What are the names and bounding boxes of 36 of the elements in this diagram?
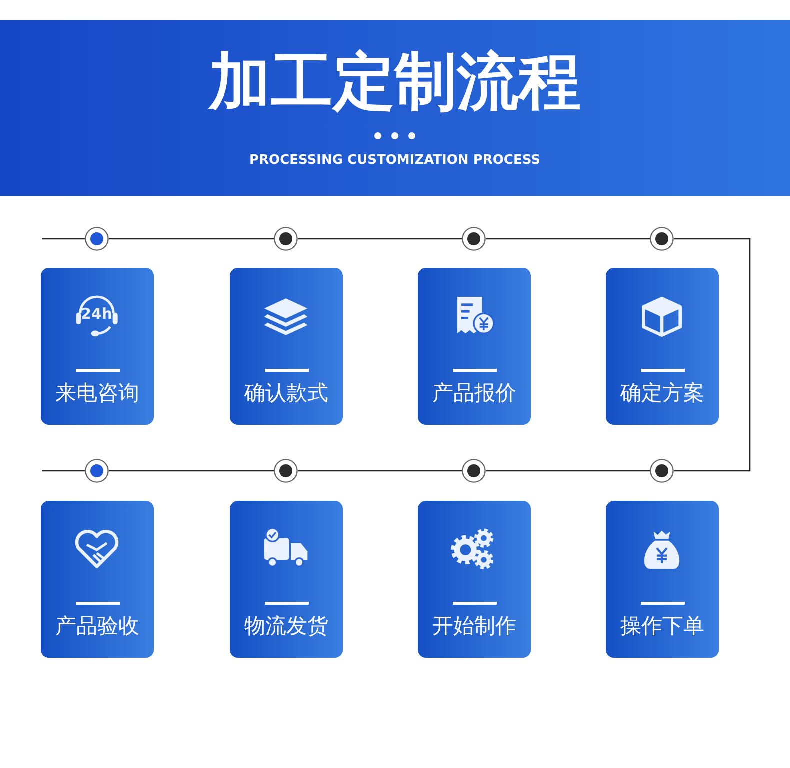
timeline-marker	[85, 459, 109, 483]
step-card	[41, 268, 154, 425]
timeline-marker	[462, 459, 486, 483]
step-card	[230, 268, 343, 425]
icon-text: 24h	[81, 305, 113, 323]
step-label: 产品报价	[432, 380, 518, 406]
step-label: 开始制作	[432, 613, 518, 639]
timeline-marker	[274, 227, 298, 251]
timeline-marker	[462, 227, 486, 251]
timeline-marker	[85, 227, 109, 251]
step-label: 产品验收	[54, 613, 140, 639]
step-card	[41, 501, 154, 658]
step-label: 确认款式	[244, 380, 330, 406]
timeline-marker	[650, 227, 674, 251]
timeline-line	[109, 470, 274, 472]
timeline-marker	[274, 459, 298, 483]
timeline-line	[42, 470, 85, 472]
step-label: 操作下单	[620, 613, 706, 639]
step-card	[606, 501, 719, 658]
subtitle: PROCESSING CUSTOMIZATION PROCESS	[248, 152, 542, 170]
step-card	[418, 268, 531, 425]
timeline-line	[42, 238, 85, 240]
step-label: 确定方案	[620, 380, 706, 406]
step-card	[606, 268, 719, 425]
step-label: 来电咨询	[54, 380, 140, 406]
timeline-line	[298, 238, 462, 240]
title: 加工定制流程	[206, 44, 582, 120]
timeline-line	[486, 238, 650, 240]
timeline-line	[486, 470, 650, 472]
step-label: 物流发货	[244, 613, 330, 639]
timeline-line	[298, 470, 462, 472]
step-card	[230, 501, 343, 658]
timeline-marker	[650, 459, 674, 483]
timeline-line	[674, 238, 751, 472]
step-card	[418, 501, 531, 658]
timeline-line	[109, 238, 274, 240]
